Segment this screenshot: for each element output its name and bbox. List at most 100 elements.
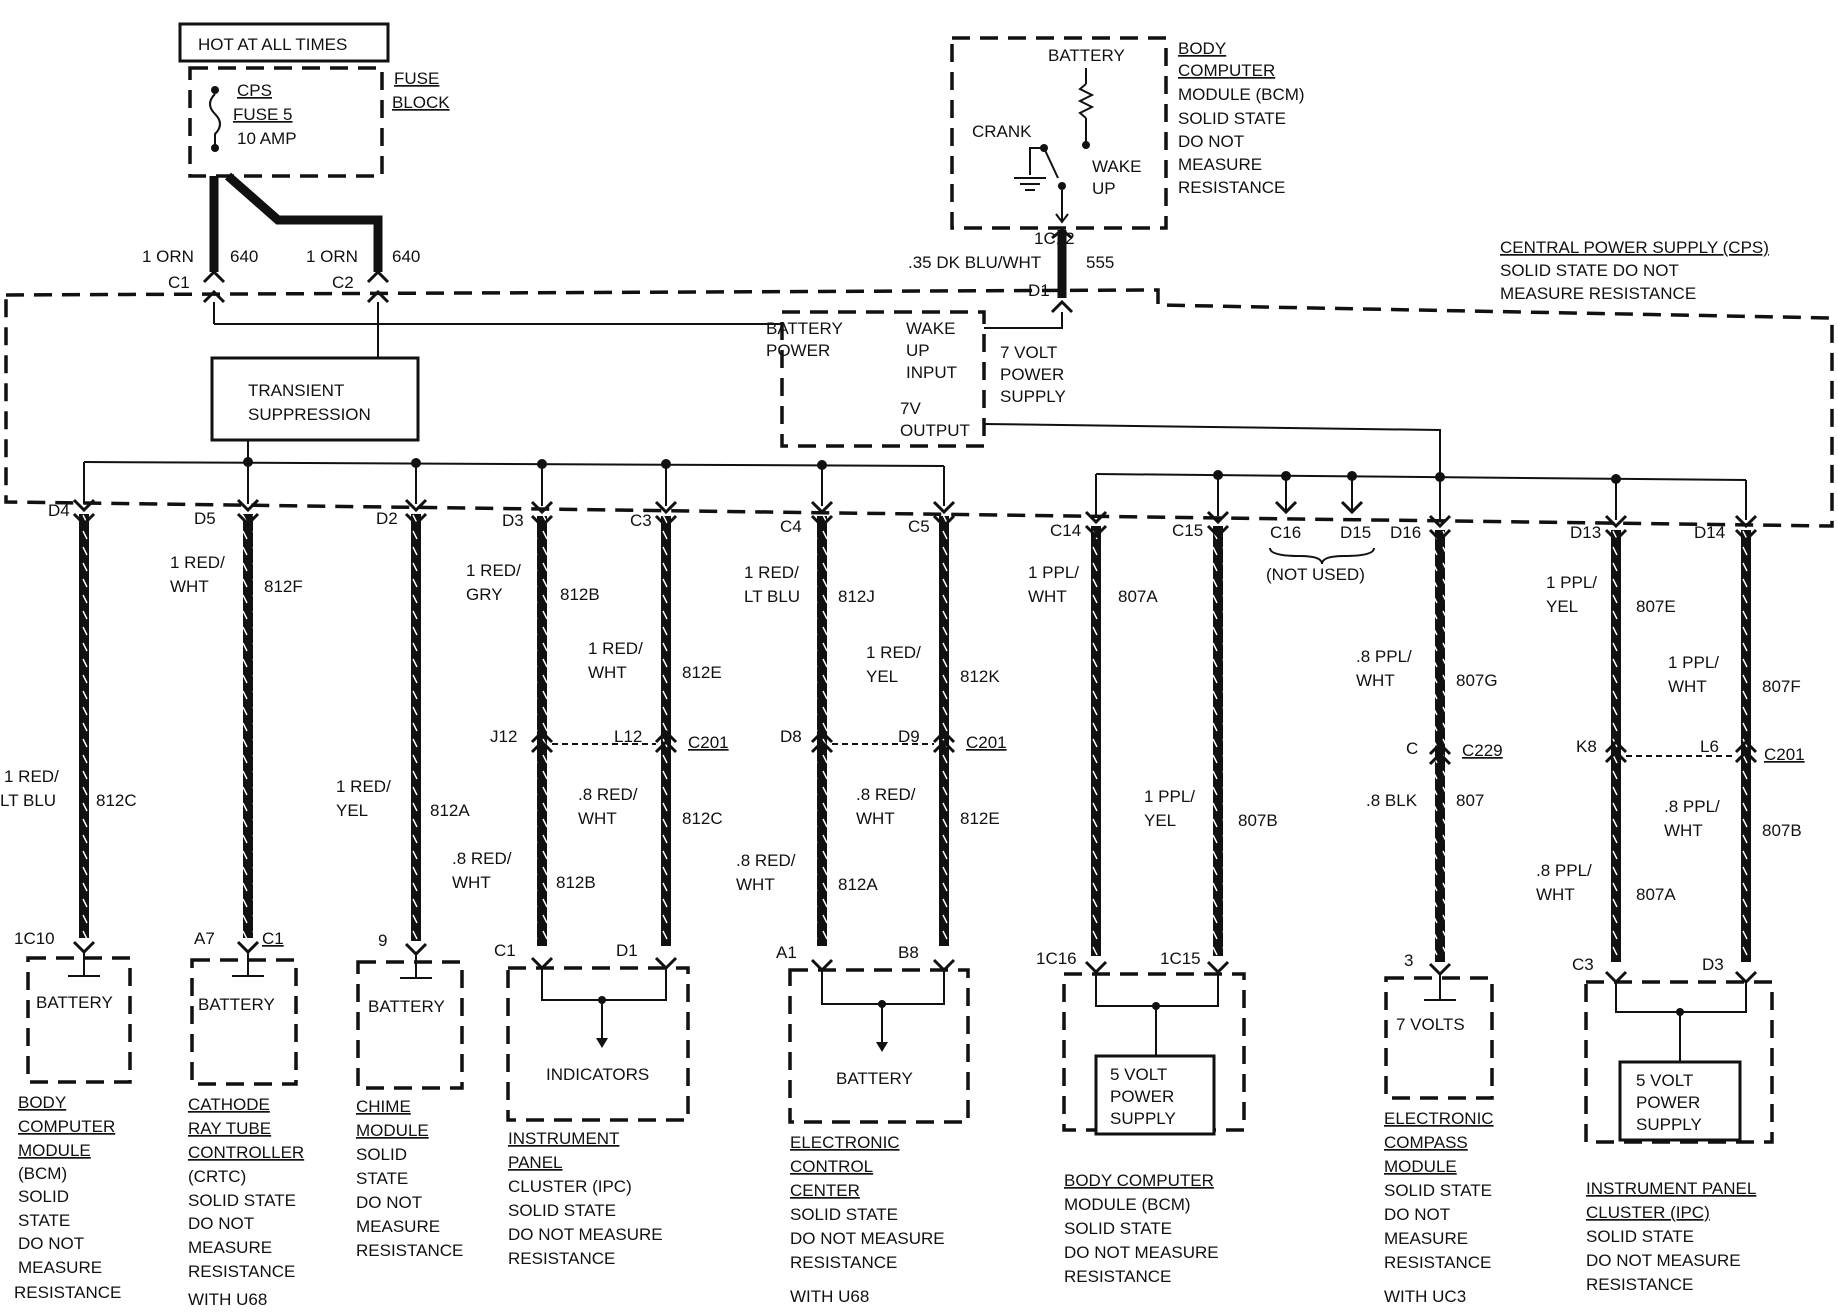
ipc-color-a-1: GRY — [466, 585, 503, 604]
ipc2-color-b-1: WHT — [1668, 677, 1707, 696]
branch-ipc-5v: D13 D14 1 PPL/ YEL 807E 1 PPL/ WHT 807F … — [1536, 523, 1805, 1294]
ipc-circuit-a: 812B — [560, 585, 600, 604]
ipc-circuit-b: 812E — [682, 663, 722, 682]
b3-desc-1: MODULE — [356, 1121, 429, 1140]
bcm2-color-b-0: 1 PPL/ — [1144, 787, 1195, 806]
b3-circuit: 812A — [430, 801, 470, 820]
bcm2-color-a-0: 1 PPL/ — [1028, 563, 1079, 582]
ecc-pin-b: C5 — [908, 517, 930, 536]
ipc-end-b: D1 — [616, 941, 638, 960]
b1-end-pin: 1C10 — [14, 929, 55, 948]
ipc2-color-b2-0: .8 PPL/ — [1664, 797, 1720, 816]
branch-bcm-812c: D4 1 RED/ LT BLU 812C 1C10 BATTERY BODY … — [0, 501, 137, 1302]
compass-color-1: WHT — [1356, 671, 1395, 690]
ipc-desc-1: PANEL — [508, 1153, 563, 1172]
b2-comp: BATTERY — [198, 995, 275, 1014]
ipc2-color-a2-1: WHT — [1536, 885, 1575, 904]
ipc-desc-3: SOLID STATE — [508, 1201, 616, 1220]
b1-circuit: 812C — [96, 791, 137, 810]
crank-label: CRANK — [972, 122, 1032, 141]
b1-color-1: LT BLU — [0, 791, 56, 810]
inline-connectors — [530, 729, 1758, 766]
bcm2-comp-1: POWER — [1110, 1087, 1174, 1106]
transient-0: TRANSIENT — [248, 381, 344, 400]
ipc2-desc-2: SOLID STATE — [1586, 1227, 1694, 1246]
bcm2-color-a-1: WHT — [1028, 587, 1067, 606]
feed2-pin: C2 — [332, 273, 354, 292]
ecc-color-a-1: LT BLU — [744, 587, 800, 606]
ipc-desc-5: RESISTANCE — [508, 1249, 615, 1268]
b1-desc-8: RESISTANCE — [14, 1283, 121, 1302]
b2-desc-2: CONTROLLER — [188, 1143, 304, 1162]
ipc2-color-b2-1: WHT — [1664, 821, 1703, 840]
ipc-pin-a: D3 — [502, 511, 524, 530]
not-used-pin1: C16 — [1270, 523, 1301, 542]
b1-desc-6: DO NOT — [18, 1234, 84, 1253]
feed2-circuit: 640 — [392, 247, 420, 266]
fuse-name: CPS — [237, 81, 272, 100]
supply-7v-2: SUPPLY — [1000, 387, 1066, 406]
ipc-desc-0: INSTRUMENT — [508, 1129, 619, 1148]
up-label: UP — [1092, 179, 1116, 198]
b3-color-0: 1 RED/ — [336, 777, 391, 796]
bcm2-desc-4: RESISTANCE — [1064, 1267, 1171, 1286]
ipc2-end-a: C3 — [1572, 955, 1594, 974]
voltage-regulator-box: BATTERY POWER WAKE UP INPUT 7V OUTPUT 7 … — [766, 310, 1066, 448]
b2-desc-0: CATHODE — [188, 1095, 270, 1114]
bcm-top-desc-6: RESISTANCE — [1178, 178, 1285, 197]
bcm2-comp-2: SUPPLY — [1110, 1109, 1176, 1128]
b1-desc-2: MODULE — [18, 1141, 91, 1160]
ipc2-conn: C201 — [1764, 745, 1805, 764]
bcm-top-desc-3: SOLID STATE — [1178, 109, 1286, 128]
bcm2-desc-2: SOLID STATE — [1064, 1219, 1172, 1238]
b1-desc-3: (BCM) — [18, 1164, 67, 1183]
b1-desc-5: STATE — [18, 1211, 70, 1230]
bcm-top-desc-0: BODY — [1178, 39, 1226, 58]
bcm2-desc-0: BODY COMPUTER — [1064, 1171, 1214, 1190]
ecc-pin-a: C4 — [780, 517, 802, 536]
ecc-desc-2: CENTER — [790, 1181, 860, 1200]
b2-end-pin: A7 — [194, 929, 215, 948]
feed1-pin: C1 — [168, 273, 190, 292]
ipc-pin-b: C3 — [630, 511, 652, 530]
ipc2-pin-a: D13 — [1570, 523, 1601, 542]
ipc-color-a2-0: .8 RED/ — [452, 849, 512, 868]
ipc2-desc-0: INSTRUMENT PANEL — [1586, 1179, 1756, 1198]
ipc2-color-a-1: YEL — [1546, 597, 1578, 616]
ipc2-comp-2: SUPPLY — [1636, 1115, 1702, 1134]
ecc-circuit-b2: 812E — [960, 809, 1000, 828]
compass-conn: C229 — [1462, 741, 1503, 760]
ecc-desc-4: DO NOT MEASURE — [790, 1229, 945, 1248]
bcm-wakeup-module: BATTERY CRANK WAKE UP BODY COMPUTER MODU… — [950, 36, 1305, 230]
ipc2-circuit-a2: 807A — [1636, 885, 1676, 904]
bcm-top-desc-5: MEASURE — [1178, 155, 1262, 174]
branch-bcm-5v: C14 C15 1 PPL/ WHT 807A 1 PPL/ YEL 807B … — [1028, 521, 1278, 1286]
cps-label-1: SOLID STATE DO NOT — [1500, 261, 1679, 280]
compass-desc-3: SOLID STATE — [1384, 1181, 1492, 1200]
compass-comp: 7 VOLTS — [1396, 1015, 1465, 1034]
b1-desc-4: SOLID — [18, 1187, 69, 1206]
supply-battery-1: POWER — [766, 341, 830, 360]
ipc2-color-a2-0: .8 PPL/ — [1536, 861, 1592, 880]
compass-note: WITH UC3 — [1384, 1287, 1466, 1306]
bcm-top-desc-4: DO NOT — [1178, 132, 1244, 151]
b2-color-0: 1 RED/ — [170, 553, 225, 572]
bcm2-desc-3: DO NOT MEASURE — [1064, 1243, 1219, 1262]
transient-suppression-box: TRANSIENT SUPPRESSION — [210, 356, 420, 442]
compass-desc-2: MODULE — [1384, 1157, 1457, 1176]
ipc2-comp-1: POWER — [1636, 1093, 1700, 1112]
ecc-conn: C201 — [966, 733, 1007, 752]
feed1-circuit: 640 — [230, 247, 258, 266]
ecc-splice-a: D8 — [780, 727, 802, 746]
hot-at-all-times-box: HOT AT ALL TIMES — [178, 22, 390, 63]
ipc2-color-b-0: 1 PPL/ — [1668, 653, 1719, 672]
ipc2-desc-1: CLUSTER (IPC) — [1586, 1203, 1710, 1222]
bcm2-circuit-b: 807B — [1238, 811, 1278, 830]
ipc-desc-4: DO NOT MEASURE — [508, 1225, 663, 1244]
bcm-wakeup-pin: D1 — [1028, 281, 1050, 300]
supply-wake-1: UP — [906, 341, 930, 360]
b3-end-pin: 9 — [378, 931, 387, 950]
bcm2-color-b-1: YEL — [1144, 811, 1176, 830]
bcm2-desc-1: MODULE (BCM) — [1064, 1195, 1191, 1214]
